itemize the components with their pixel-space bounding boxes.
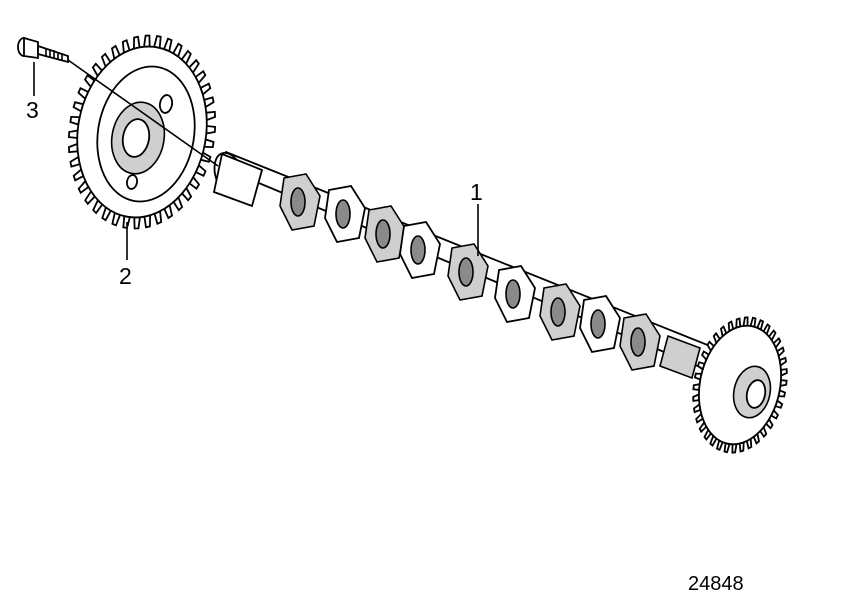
timing-gear-bore [121, 118, 151, 158]
cam-lobe-face [410, 235, 426, 265]
callout-2: 2 [119, 263, 132, 289]
gear-tooth [142, 34, 151, 48]
callout-1: 1 [470, 179, 483, 205]
timing-gear-dowel-hole [126, 174, 138, 190]
cam-lobe-face [290, 187, 306, 217]
bolt-thread [45, 48, 63, 60]
figure-number: 24848 [688, 573, 744, 595]
bolt [17, 36, 69, 64]
bolt-head [23, 36, 39, 60]
cam-lobe-face [590, 309, 606, 339]
cam-lobe-face [458, 257, 474, 287]
assembly-line [67, 59, 219, 167]
timing-gear-bolt-hole [158, 94, 174, 114]
rear-gear-bore [745, 379, 767, 409]
camshaft [212, 150, 722, 380]
timing-gear [67, 34, 217, 230]
gear-tooth [742, 316, 749, 327]
cam-lobe-face [505, 279, 521, 309]
cam-lobe-face [375, 219, 391, 249]
camshaft-lobes [279, 173, 661, 371]
gear-tooth [731, 443, 738, 454]
gear-tooth [133, 216, 142, 230]
camshaft-front-journal-body [212, 152, 264, 208]
bolt-shank [37, 44, 69, 64]
rear-timing-gear [692, 316, 788, 454]
cam-lobe-face [335, 199, 351, 229]
cam-lobe-face [630, 327, 646, 357]
callout-3: 3 [26, 97, 39, 123]
cam-lobe-face [550, 297, 566, 327]
camshaft-rear-journal [659, 334, 701, 380]
